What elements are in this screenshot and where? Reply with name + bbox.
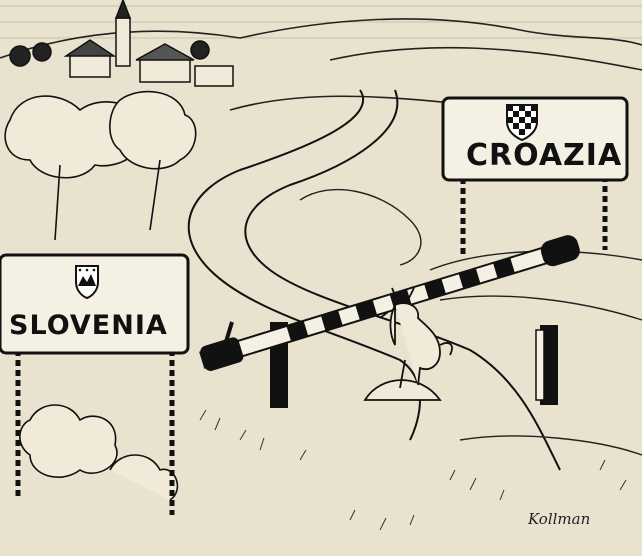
slovenia-sign-label: SLOVENIA: [9, 310, 168, 341]
winding-road: [187, 89, 561, 471]
hills-right: [299, 188, 642, 456]
croazia-sign-label: CROAZIA: [466, 138, 623, 173]
border-barrier: [199, 235, 580, 408]
distant-hills: [0, 18, 642, 111]
goat-figure: [363, 287, 453, 401]
grass-strokes: [199, 409, 627, 531]
artist-signature: Kollman: [528, 510, 591, 528]
background-print-texture: [0, 5, 642, 39]
croazia-sign: [441, 96, 629, 255]
croatian-coat-of-arms-icon: [506, 104, 538, 142]
slovenian-coat-of-arms-icon: [75, 265, 99, 300]
hilltop-village: [9, 0, 234, 87]
trees-left: [4, 90, 197, 501]
slovenia-sign: [0, 253, 190, 515]
